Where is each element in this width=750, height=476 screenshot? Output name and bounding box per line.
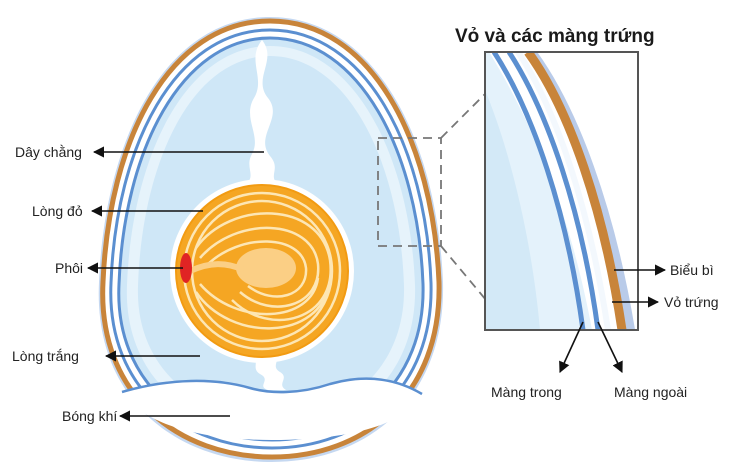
arrow-inner-membrane bbox=[559, 321, 584, 374]
embryo-disc bbox=[180, 253, 192, 283]
label-yolk: Lòng đỏ bbox=[32, 203, 83, 219]
inset-outer-membrane bbox=[506, 52, 601, 330]
label-cuticle: Biểu bì bbox=[670, 262, 714, 278]
shell-membrane-inset bbox=[484, 51, 639, 331]
air-cell-membrane bbox=[121, 377, 423, 396]
air-cell bbox=[122, 378, 422, 440]
arrow-outer-membrane bbox=[597, 321, 623, 374]
inset-frame bbox=[484, 51, 639, 331]
zoom-source-box bbox=[377, 137, 442, 247]
inset-title: Vỏ và các màng trứng bbox=[455, 26, 655, 47]
label-air-cell: Bóng khí bbox=[62, 408, 117, 424]
label-shell: Vỏ trứng bbox=[664, 294, 719, 310]
inset-shell bbox=[524, 52, 627, 330]
label-embryo: Phôi bbox=[55, 260, 83, 276]
zoom-line-bottom bbox=[440, 245, 487, 301]
inset-inner-membrane bbox=[491, 52, 586, 330]
egg bbox=[98, 17, 444, 462]
chalaza-bottom bbox=[250, 354, 286, 390]
label-chalaza: Dây chằng bbox=[15, 144, 82, 160]
zoom-line-top bbox=[440, 92, 487, 139]
label-albumen: Lòng trắng bbox=[12, 348, 79, 364]
label-inner-membrane: Màng trong bbox=[491, 384, 562, 400]
label-outer-membrane: Màng ngoài bbox=[614, 384, 687, 400]
chalaza-top bbox=[244, 40, 280, 186]
yolk bbox=[170, 179, 354, 363]
